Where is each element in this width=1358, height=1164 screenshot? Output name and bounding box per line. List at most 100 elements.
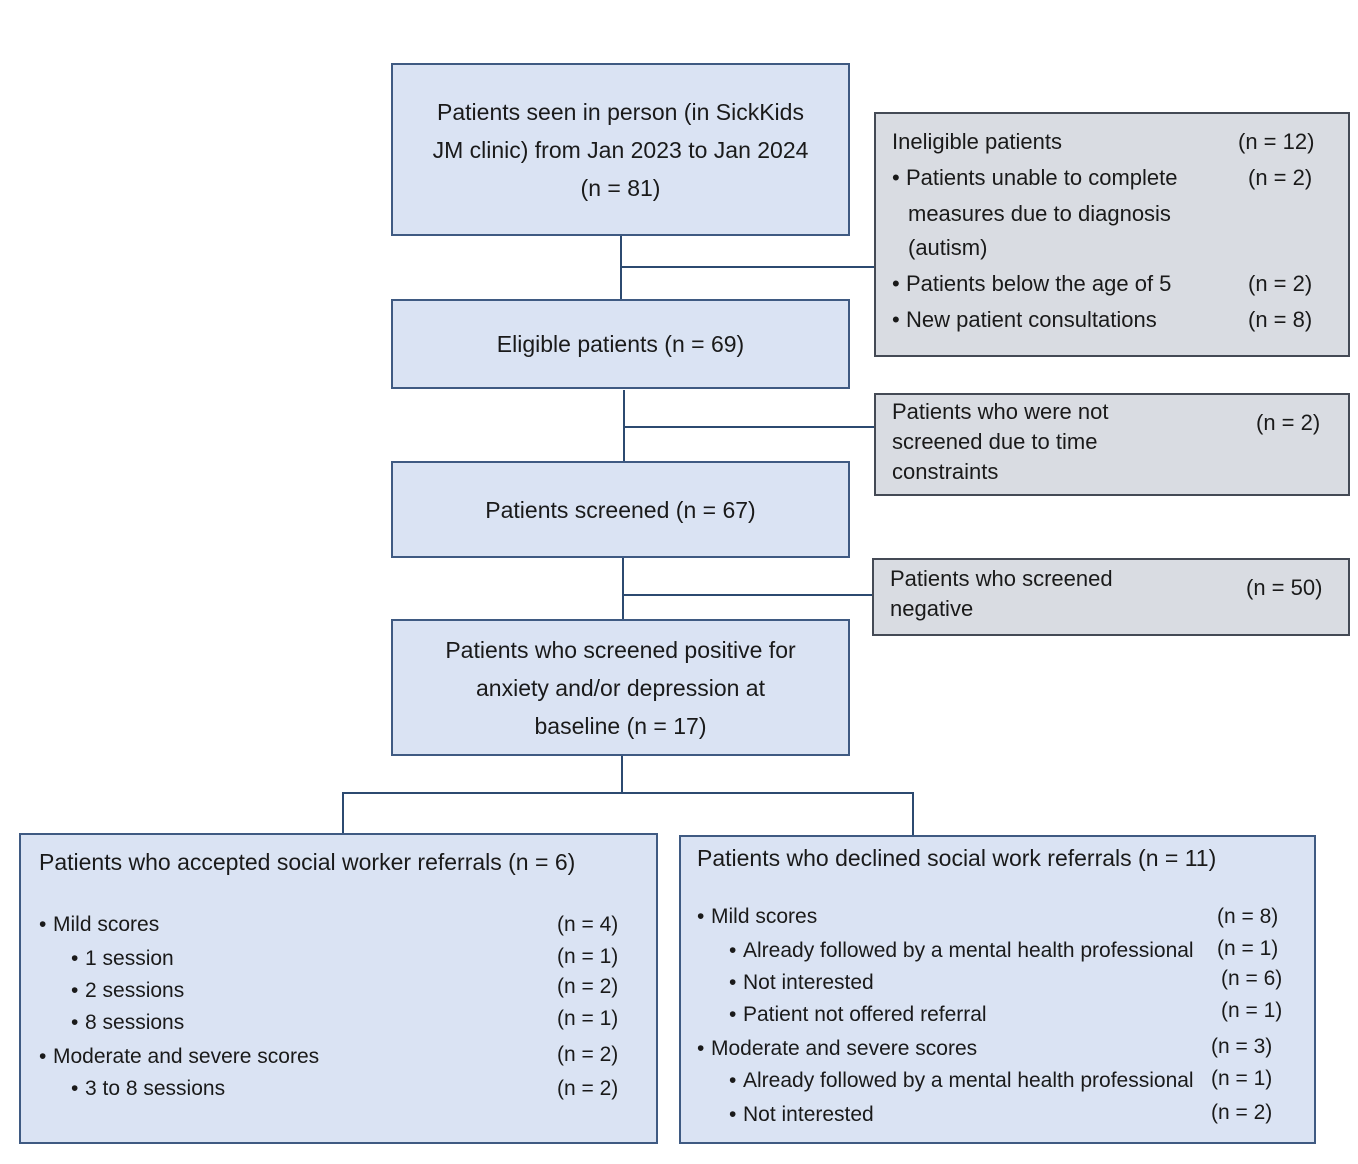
ineligible-title-n: (n = 12) bbox=[1238, 129, 1315, 154]
box-ineligible-patients: Ineligible patients (n = 12) •Patients u… bbox=[874, 112, 1350, 357]
accepted-3-to-8-n: (n = 2) bbox=[557, 1077, 619, 1100]
declined-mild-n: (n = 8) bbox=[1217, 905, 1279, 928]
ineligible-item-autism: •Patients unable to complete bbox=[892, 160, 1178, 196]
accepted-moderate-label: Moderate and severe scores bbox=[53, 1045, 320, 1068]
positive-line2: anxiety and/or depression at bbox=[476, 674, 765, 701]
ineligible-age-label: Patients below the age of 5 bbox=[906, 271, 1172, 296]
bullet-icon: • bbox=[892, 271, 900, 296]
declined-title: Patients who declined social work referr… bbox=[697, 845, 1217, 871]
accepted-title: Patients who accepted social worker refe… bbox=[39, 849, 576, 875]
declined-not-interested-1-n: (n = 6) bbox=[1221, 967, 1283, 990]
declined-not-interested-1-label: Not interested bbox=[743, 971, 874, 994]
box-not-screened: Patients who were not screened due to ti… bbox=[874, 393, 1350, 496]
accepted-8-sessions-n: (n = 1) bbox=[557, 1007, 619, 1030]
declined-followed-2-n: (n = 1) bbox=[1211, 1067, 1273, 1090]
connector-to-not-screened bbox=[623, 426, 874, 428]
declined-item-followed-2: • Already followed by a mental health pro… bbox=[729, 1069, 1194, 1093]
ineligible-item-new-consult: •New patient consultations bbox=[892, 302, 1157, 338]
ineligible-new-consult-label: New patient consultations bbox=[906, 307, 1157, 332]
patients-seen-line2: JM clinic) from Jan 2023 to Jan 2024 bbox=[432, 136, 809, 163]
bullet-icon: • bbox=[892, 307, 900, 332]
declined-not-offered-label: Patient not offered referral bbox=[743, 1003, 987, 1026]
bullet-icon: • bbox=[71, 1011, 79, 1034]
ineligible-item-age: •Patients below the age of 5 bbox=[892, 266, 1171, 302]
accepted-1-session-label: 1 session bbox=[85, 947, 174, 970]
box-declined-referrals: Patients who declined social work referr… bbox=[679, 835, 1316, 1144]
bullet-icon: • bbox=[39, 913, 47, 936]
accepted-item-2-sessions: • 2 sessions bbox=[71, 979, 184, 1003]
accepted-1-session-n: (n = 1) bbox=[557, 945, 619, 968]
not-screened-line2: screened due to time bbox=[892, 429, 1098, 454]
eligible-label: Eligible patients (n = 69) bbox=[496, 331, 745, 357]
bullet-icon: • bbox=[729, 939, 737, 962]
declined-followed-1-label: Already followed by a mental health prof… bbox=[743, 939, 1194, 962]
declined-followed-1-n: (n = 1) bbox=[1217, 937, 1279, 960]
connector-to-screened-negative bbox=[622, 594, 872, 596]
accepted-item-3-to-8: • 3 to 8 sessions bbox=[71, 1077, 225, 1101]
patients-seen-line3: (n = 81) bbox=[580, 174, 661, 201]
accepted-3-to-8-label: 3 to 8 sessions bbox=[85, 1077, 226, 1100]
bullet-icon: • bbox=[729, 1103, 737, 1126]
declined-moderate-label: Moderate and severe scores bbox=[711, 1037, 978, 1060]
connector-screened-to-positive bbox=[622, 558, 624, 620]
accepted-mild-n: (n = 4) bbox=[557, 913, 619, 936]
box-screened-negative: Patients who screened negative (n = 50) bbox=[872, 558, 1350, 636]
connector-to-declined bbox=[912, 792, 914, 836]
connector-split-horizontal bbox=[342, 792, 914, 794]
bullet-icon: • bbox=[39, 1045, 47, 1068]
bullet-icon: • bbox=[71, 1077, 79, 1100]
accepted-item-8-sessions: • 8 sessions bbox=[71, 1011, 184, 1035]
declined-item-not-interested-1: • Not interested bbox=[729, 971, 874, 995]
screened-negative-line1: Patients who screened bbox=[890, 566, 1113, 591]
ineligible-autism-line3: (autism) bbox=[908, 235, 988, 260]
screened-label: Patients screened (n = 67) bbox=[485, 496, 756, 523]
positive-line3: baseline (n = 17) bbox=[534, 712, 707, 739]
accepted-moderate-n: (n = 2) bbox=[557, 1043, 619, 1066]
box-eligible-patients: Eligible patients (n = 69) bbox=[391, 299, 850, 389]
box-patients-seen: Patients seen in person (in SickKids JM … bbox=[391, 63, 850, 236]
not-screened-line1: Patients who were not bbox=[892, 399, 1109, 424]
ineligible-autism-n: (n = 2) bbox=[1248, 165, 1313, 190]
declined-item-followed-1: • Already followed by a mental health pro… bbox=[729, 939, 1194, 963]
declined-item-not-interested-2: • Not interested bbox=[729, 1103, 874, 1127]
positive-line1: Patients who screened positive for bbox=[445, 636, 796, 663]
declined-mild-label: Mild scores bbox=[711, 905, 818, 928]
screened-negative-line2: negative bbox=[890, 596, 974, 621]
bullet-icon: • bbox=[71, 979, 79, 1002]
declined-not-interested-2-label: Not interested bbox=[743, 1103, 874, 1126]
connector-positive-down bbox=[621, 756, 623, 793]
declined-item-mild: • Mild scores bbox=[697, 905, 817, 929]
bullet-icon: • bbox=[892, 165, 900, 190]
bullet-icon: • bbox=[71, 947, 79, 970]
accepted-8-sessions-label: 8 sessions bbox=[85, 1011, 185, 1034]
connector-to-accepted bbox=[342, 792, 344, 834]
patients-seen-line1: Patients seen in person (in SickKids bbox=[437, 98, 804, 125]
declined-moderate-n: (n = 3) bbox=[1211, 1035, 1273, 1058]
bullet-icon: • bbox=[729, 1069, 737, 1092]
accepted-mild-label: Mild scores bbox=[53, 913, 160, 936]
declined-followed-2-label: Already followed by a mental health prof… bbox=[743, 1069, 1194, 1092]
accepted-2-sessions-label: 2 sessions bbox=[85, 979, 185, 1002]
box-screened-positive: Patients who screened positive for anxie… bbox=[391, 619, 850, 756]
declined-item-not-offered: • Patient not offered referral bbox=[729, 1003, 987, 1027]
declined-item-moderate: • Moderate and severe scores bbox=[697, 1037, 977, 1061]
bullet-icon: • bbox=[729, 1003, 737, 1026]
screened-negative-n: (n = 50) bbox=[1246, 575, 1323, 600]
bullet-icon: • bbox=[697, 1037, 705, 1060]
not-screened-line3: constraints bbox=[892, 459, 999, 484]
declined-not-interested-2-n: (n = 2) bbox=[1211, 1101, 1273, 1124]
accepted-item-mild: • Mild scores bbox=[39, 913, 159, 937]
ineligible-age-n: (n = 2) bbox=[1248, 271, 1313, 296]
bullet-icon: • bbox=[729, 971, 737, 994]
accepted-item-moderate: • Moderate and severe scores bbox=[39, 1045, 319, 1069]
accepted-item-1-session: • 1 session bbox=[71, 947, 174, 971]
ineligible-new-consult-n: (n = 8) bbox=[1248, 307, 1313, 332]
ineligible-title: Ineligible patients bbox=[892, 129, 1063, 154]
not-screened-n: (n = 2) bbox=[1256, 410, 1321, 435]
ineligible-autism-line2: measures due to diagnosis bbox=[908, 201, 1171, 226]
connector-to-ineligible bbox=[620, 266, 875, 268]
box-patients-screened: Patients screened (n = 67) bbox=[391, 461, 850, 558]
box-accepted-referrals: Patients who accepted social worker refe… bbox=[19, 833, 658, 1144]
bullet-icon: • bbox=[697, 905, 705, 928]
ineligible-autism-line1: Patients unable to complete bbox=[906, 165, 1178, 190]
